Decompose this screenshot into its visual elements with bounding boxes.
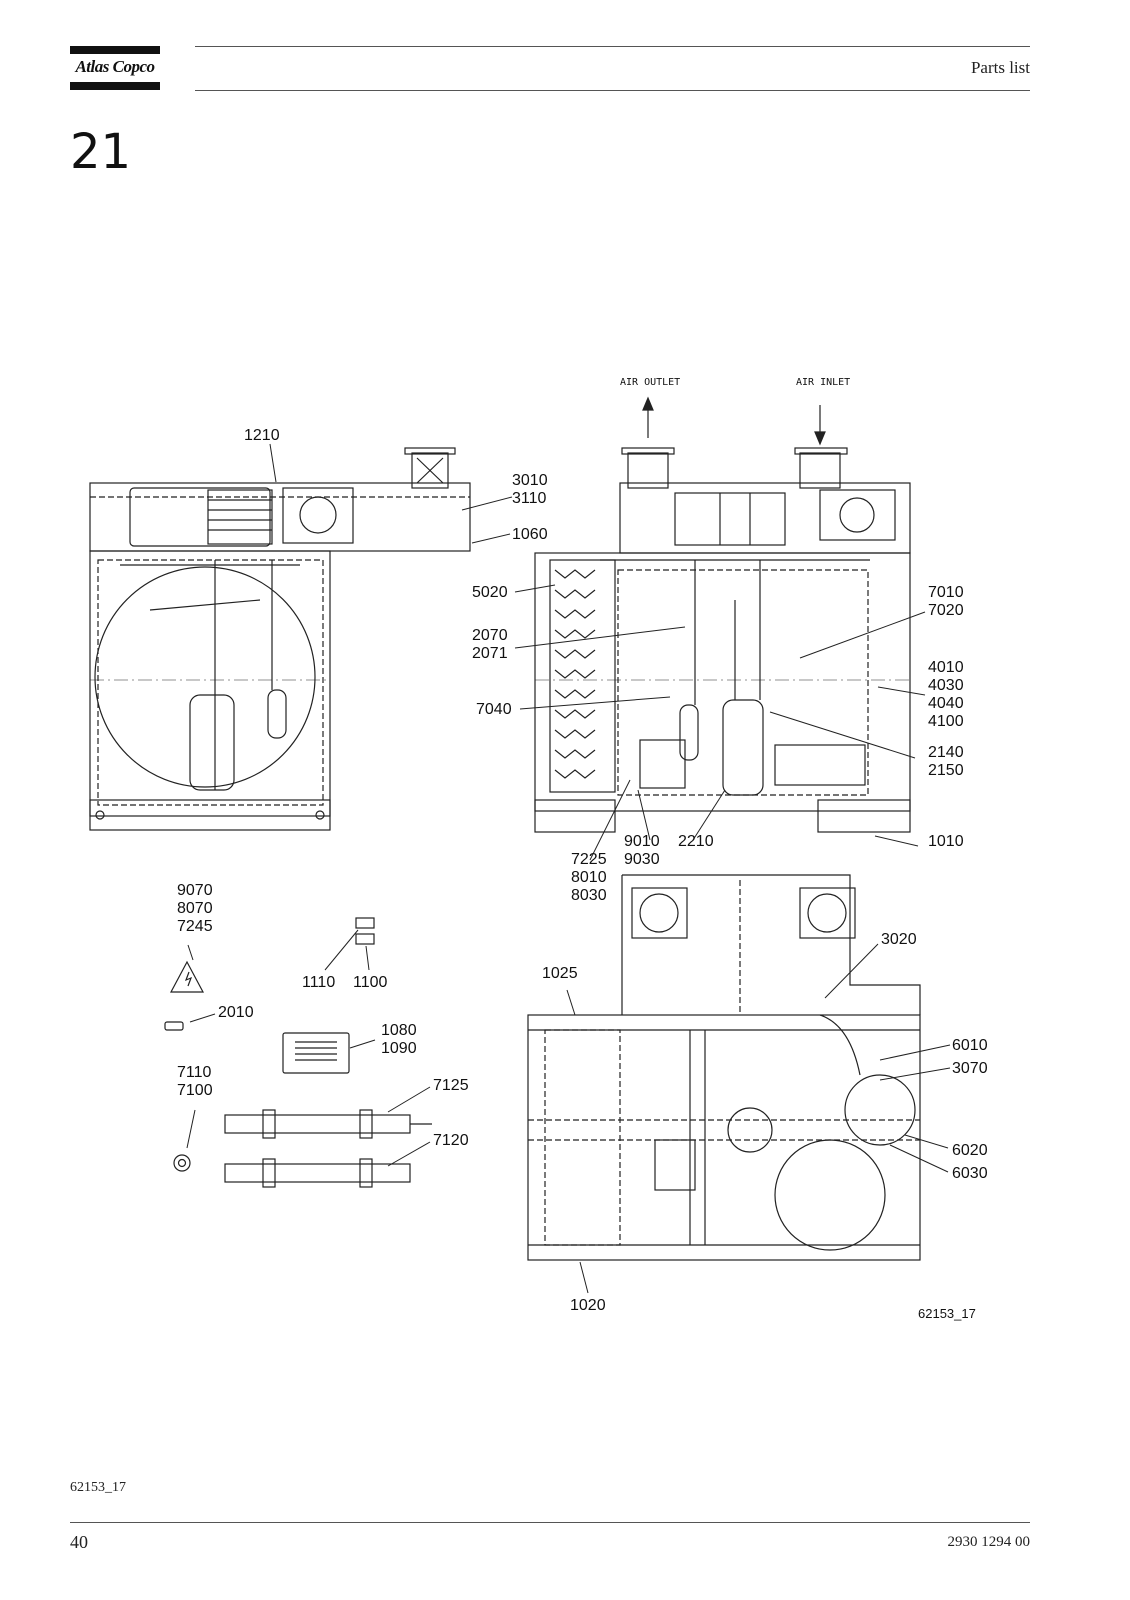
callout-8070: 8070 <box>177 900 213 917</box>
callout-2150: 2150 <box>928 762 964 779</box>
callout-4100: 4100 <box>928 713 964 730</box>
callout-9010: 9010 <box>624 833 660 850</box>
top-view-unit <box>527 874 921 1261</box>
callout-9070: 9070 <box>177 882 213 899</box>
atlas-copco-logo: Atlas Copco <box>70 46 160 90</box>
header-rule-bottom <box>195 90 1030 91</box>
callout-6020: 6020 <box>952 1142 988 1159</box>
accessory-parts <box>164 917 432 1188</box>
callout-7225: 7225 <box>571 851 607 868</box>
callout-2010: 2010 <box>218 1004 254 1021</box>
callout-2140: 2140 <box>928 744 964 761</box>
callout-1020: 1020 <box>570 1297 606 1314</box>
section-number: 21 <box>70 124 132 180</box>
callout-1010: 1010 <box>928 833 964 850</box>
air-outlet-label: AIR OUTLET <box>620 377 680 388</box>
page-number: 40 <box>70 1532 88 1552</box>
callout-2210: 2210 <box>678 833 714 850</box>
callout-7100: 7100 <box>177 1082 213 1099</box>
callout-4030: 4030 <box>928 677 964 694</box>
document-number: 2930 1294 00 <box>947 1534 1031 1550</box>
logo-bar-top <box>70 46 160 54</box>
callout-7120: 7120 <box>433 1132 469 1149</box>
leader-lines <box>186 443 951 1294</box>
callout-7110: 7110 <box>177 1064 212 1081</box>
callout-8030: 8030 <box>571 887 607 904</box>
drawing-reference: 62153_17 <box>918 1306 976 1321</box>
callout-6030: 6030 <box>952 1165 988 1182</box>
footer-figure-ref: 62153_17 <box>70 1480 126 1495</box>
callout-3010: 3010 <box>512 472 548 489</box>
callout-3110: 3110 <box>512 490 547 507</box>
callout-7245: 7245 <box>177 918 213 935</box>
callout-7125: 7125 <box>433 1077 469 1094</box>
callout-1110: 1110 <box>302 974 335 991</box>
callout-9030: 9030 <box>624 851 660 868</box>
callout-1080: 1080 <box>381 1022 417 1039</box>
logo-text: Atlas Copco <box>75 57 155 76</box>
callout-2071: 2071 <box>472 645 508 662</box>
callout-7010: 7010 <box>928 584 964 601</box>
callout-7040: 7040 <box>476 701 512 718</box>
callout-8010: 8010 <box>571 869 607 886</box>
header-rule-top <box>195 46 1030 47</box>
callout-1100: 1100 <box>353 974 388 991</box>
callout-3020: 3020 <box>881 931 917 948</box>
footer-rule <box>70 1522 1030 1523</box>
logo-bar-bottom <box>70 82 160 90</box>
air-flow-arrows <box>642 396 826 446</box>
callout-6010: 6010 <box>952 1037 988 1054</box>
callout-1060: 1060 <box>512 526 548 543</box>
callout-3070: 3070 <box>952 1060 988 1077</box>
callout-5020: 5020 <box>472 584 508 601</box>
left-view-unit <box>89 447 471 831</box>
callout-4040: 4040 <box>928 695 964 712</box>
callout-4010: 4010 <box>928 659 964 676</box>
front-view-unit <box>534 447 911 833</box>
callout-1025: 1025 <box>542 965 578 982</box>
callout-2070: 2070 <box>472 627 508 644</box>
callout-7020: 7020 <box>928 602 964 619</box>
air-inlet-label: AIR INLET <box>796 377 850 388</box>
header-title: Parts list <box>970 58 1030 77</box>
callout-1090: 1090 <box>381 1040 417 1057</box>
callout-1210: 1210 <box>244 427 280 444</box>
